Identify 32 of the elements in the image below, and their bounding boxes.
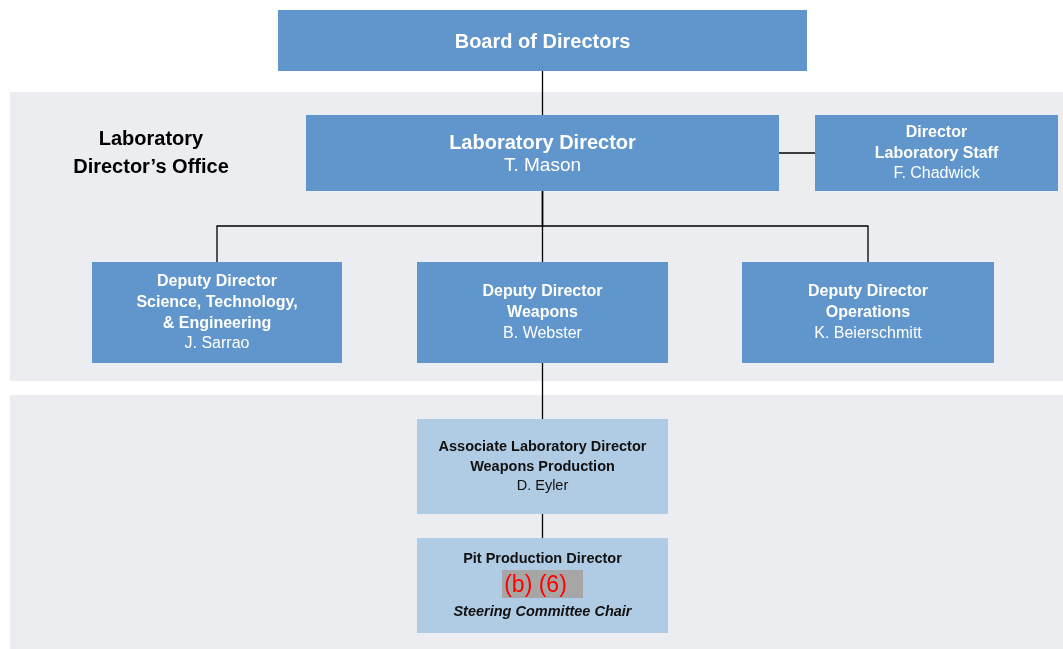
box-title: Director Laboratory Staff	[873, 121, 1000, 163]
org-box	[815, 115, 1058, 191]
redaction-mark: (b) (6)	[502, 569, 583, 599]
org-box	[278, 10, 807, 71]
person-name: K. Beierschmitt	[814, 322, 922, 343]
section-heading: Laboratory Director’s Office	[72, 126, 230, 179]
box-title: Associate Laboratory Director Weapons Production	[437, 437, 648, 476]
person-name: B. Webster	[503, 322, 582, 343]
box-title: Board of Directors	[454, 28, 631, 53]
org-box	[742, 262, 994, 363]
person-name: F. Chadwick	[893, 163, 980, 184]
box-title: Laboratory Director	[449, 129, 636, 154]
connector-line	[541, 362, 544, 420]
person-name: D. Eyler	[516, 476, 569, 496]
role-note: Steering Committee Chair	[453, 602, 632, 622]
section-band	[10, 92, 1063, 381]
box-title: Deputy Director Operations	[807, 281, 929, 323]
connector-line	[778, 152, 816, 154]
connector-line	[541, 190, 869, 263]
box-title: Pit Production Director	[463, 549, 622, 569]
connector-line	[541, 513, 544, 539]
org-box	[417, 262, 668, 363]
org-box	[306, 115, 779, 191]
org-box	[417, 419, 668, 514]
section-band	[10, 395, 1063, 649]
person-name: T. Mason	[503, 153, 582, 177]
connector-line	[541, 70, 544, 116]
person-name: J. Sarrao	[184, 333, 250, 354]
org-box	[417, 538, 668, 633]
box-title: Deputy Director Weapons	[481, 281, 604, 323]
org-box	[92, 262, 342, 363]
box-title: Deputy Director Science, Technology, & Engineering	[135, 270, 299, 333]
